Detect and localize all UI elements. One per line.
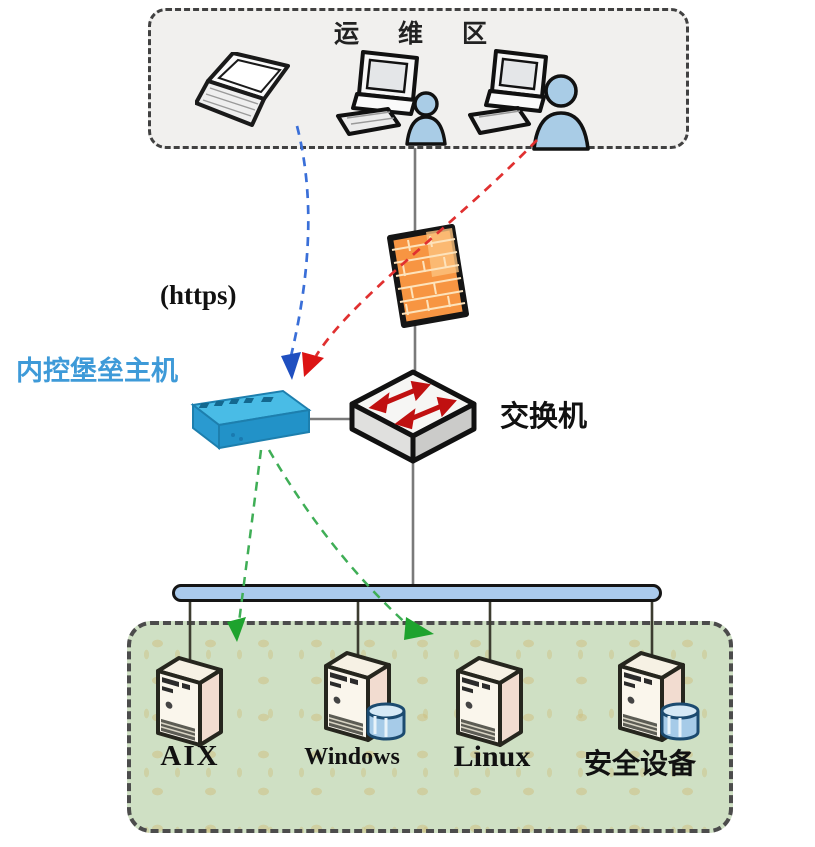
https-label: (https) <box>160 280 237 310</box>
server-security-icon <box>607 650 717 748</box>
switch-icon <box>348 368 478 466</box>
workstation-operator-large-icon <box>468 45 592 153</box>
server-label-security: 安全设备 <box>583 748 697 779</box>
bastion-host-label: 内控堡垒主机 <box>16 356 178 386</box>
laptop-icon <box>195 52 305 137</box>
server-label-aix: AIX <box>160 740 220 772</box>
network-bus-bar <box>172 584 662 602</box>
blue-arrowhead <box>281 352 301 380</box>
firewall-icon <box>378 224 476 328</box>
blue-https-path <box>289 125 310 357</box>
server-aix-icon <box>145 655 235 750</box>
ops-zone-title: 运 维 区 <box>334 20 503 48</box>
server-linux-icon <box>445 655 535 750</box>
server-windows-icon <box>313 650 423 748</box>
server-label-linux: Linux <box>453 740 531 773</box>
switch-label: 交换机 <box>500 401 588 433</box>
backbone-lines <box>303 148 417 586</box>
red-arrowhead <box>302 352 324 377</box>
server-label-windows: Windows <box>304 744 400 770</box>
green-path-right <box>267 449 413 630</box>
workstation-operator-icon <box>335 48 453 150</box>
bastion-host-icon <box>175 385 315 455</box>
